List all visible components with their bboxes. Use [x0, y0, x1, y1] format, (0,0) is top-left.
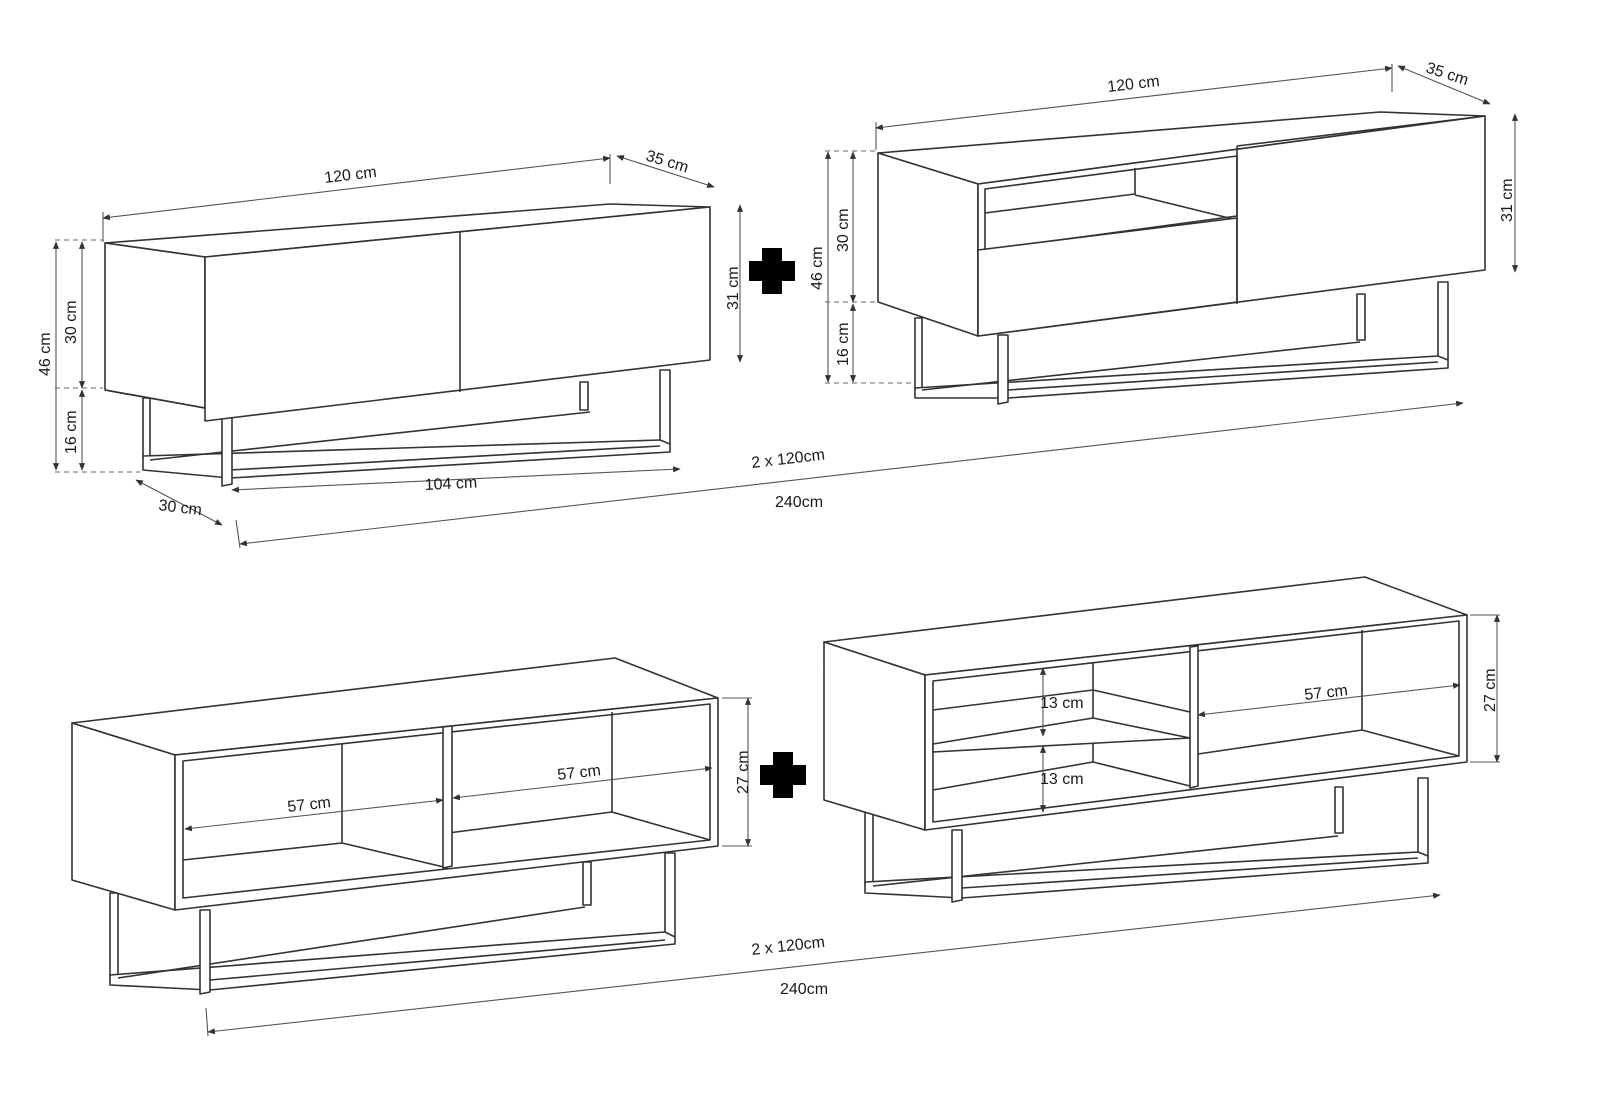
top-right-cabinet-side: [877, 152, 979, 337]
top-right-cabinet: [877, 111, 1486, 405]
top-right-body-height-label: 30 cm: [835, 208, 852, 252]
bottom-left-shelf-left-label: 57 cm: [287, 794, 332, 816]
plus-icon: [760, 752, 806, 798]
bottom-right-divider: [1189, 645, 1199, 789]
bottom-right-legs: [864, 777, 1429, 903]
top-right-legs: [914, 281, 1449, 405]
bottom-left-shelf-right-label: 57 cm: [557, 762, 602, 784]
top-right-total-height-label: 46 cm: [809, 246, 826, 290]
top-left-width-label: 120 cm: [323, 164, 377, 187]
top-left-cabinet-front: [204, 206, 711, 422]
plus-icon: [749, 248, 795, 294]
bottom-right-upper-shelf-label: 13 cm: [1040, 695, 1084, 712]
bottom-left-divider: [442, 725, 453, 869]
top-left-total-height-label: 46 cm: [37, 332, 54, 376]
top-left-cabinet-side: [104, 242, 206, 409]
top-left-cabinet: [104, 203, 711, 487]
bottom-left-side: [71, 722, 176, 911]
bottom-right-side: [823, 641, 926, 831]
top-left-body-height-label: 30 cm: [63, 300, 80, 344]
top-total-label: 240cm: [775, 494, 823, 511]
top-right-width-label: 120 cm: [1107, 73, 1161, 96]
top-left-leg-span-label: 104 cm: [424, 475, 477, 494]
top-combined-dimension: 2 x 120cm 240cm: [235, 400, 1464, 549]
top-left-dimensions: 120 cm 35 cm 31 cm 46 cm 30 cm 16 cm 104…: [37, 148, 744, 526]
top-right-front-height-label: 31 cm: [1499, 178, 1516, 222]
bottom-left-dimensions: 57 cm 57 cm 27 cm: [184, 697, 752, 847]
top-right-depth-label: 35 cm: [1424, 60, 1471, 90]
bottom-right-shelf-unit: [823, 576, 1468, 903]
top-right-leg-height-label: 16 cm: [835, 322, 852, 366]
top-left-front-height-label: 31 cm: [725, 266, 742, 310]
top-left-leg-depth-label: 30 cm: [158, 497, 203, 519]
top-left-leg-height-label: 16 cm: [63, 410, 80, 454]
top-right-dimensions: 120 cm 35 cm 31 cm 46 cm 30 cm 16 cm: [809, 60, 1519, 384]
top-pair-label: 2 x 120cm: [751, 447, 826, 472]
bottom-left-height-label: 27 cm: [735, 750, 752, 794]
bottom-total-label: 240cm: [780, 981, 828, 998]
bottom-pair-label: 2 x 120cm: [751, 934, 826, 959]
bottom-right-dimensions: 13 cm 13 cm 57 cm 27 cm: [1039, 614, 1501, 813]
bottom-right-shelf-width-label: 57 cm: [1304, 682, 1349, 704]
bottom-right-height-label: 27 cm: [1482, 668, 1499, 712]
bottom-left-shelf-unit: [71, 657, 719, 995]
bottom-right-lower-shelf-label: 13 cm: [1040, 771, 1084, 788]
